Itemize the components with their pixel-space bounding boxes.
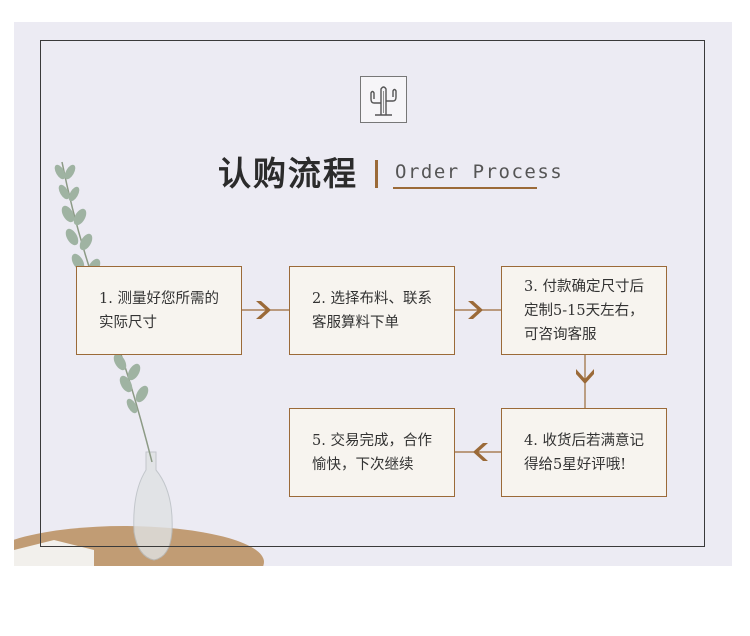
- step-3-box: 3. 付款确定尺寸后 定制5-15天左右， 可咨询客服: [501, 266, 667, 355]
- vase-shape: [133, 451, 173, 561]
- arrow-right-icon: [242, 301, 290, 319]
- step-1-text: 1. 测量好您所需的 实际尺寸: [99, 290, 219, 331]
- arrow-left-icon: [455, 443, 502, 461]
- page-subtitle: Order Process: [395, 161, 564, 183]
- title-divider: [375, 160, 378, 188]
- step-4-text: 4. 收货后若满意记 得给5星好评哦!: [524, 432, 644, 473]
- step-3-text: 3. 付款确定尺寸后 定制5-15天左右， 可咨询客服: [524, 278, 644, 343]
- page-title: 认购流程: [218, 154, 358, 193]
- decorative-plant-image: [14, 161, 264, 566]
- step-5-text: 5. 交易完成，合作 愉快，下次继续: [312, 432, 432, 473]
- arrow-right-icon: [455, 301, 502, 319]
- cactus-icon: [370, 86, 397, 116]
- step-2-box: 2. 选择布料、联系 客服算料下单: [289, 266, 455, 355]
- leaves-shape: [54, 164, 149, 414]
- step-5-box: 5. 交易完成，合作 愉快，下次继续: [289, 408, 455, 497]
- step-4-box: 4. 收货后若满意记 得给5星好评哦!: [501, 408, 667, 497]
- subtitle-underline: [393, 187, 537, 189]
- arrow-down-icon: [576, 355, 594, 409]
- logo-box: [360, 76, 407, 123]
- step-2-text: 2. 选择布料、联系 客服算料下单: [312, 290, 432, 331]
- content-frame: [40, 40, 705, 547]
- step-1-box: 1. 测量好您所需的 实际尺寸: [76, 266, 242, 355]
